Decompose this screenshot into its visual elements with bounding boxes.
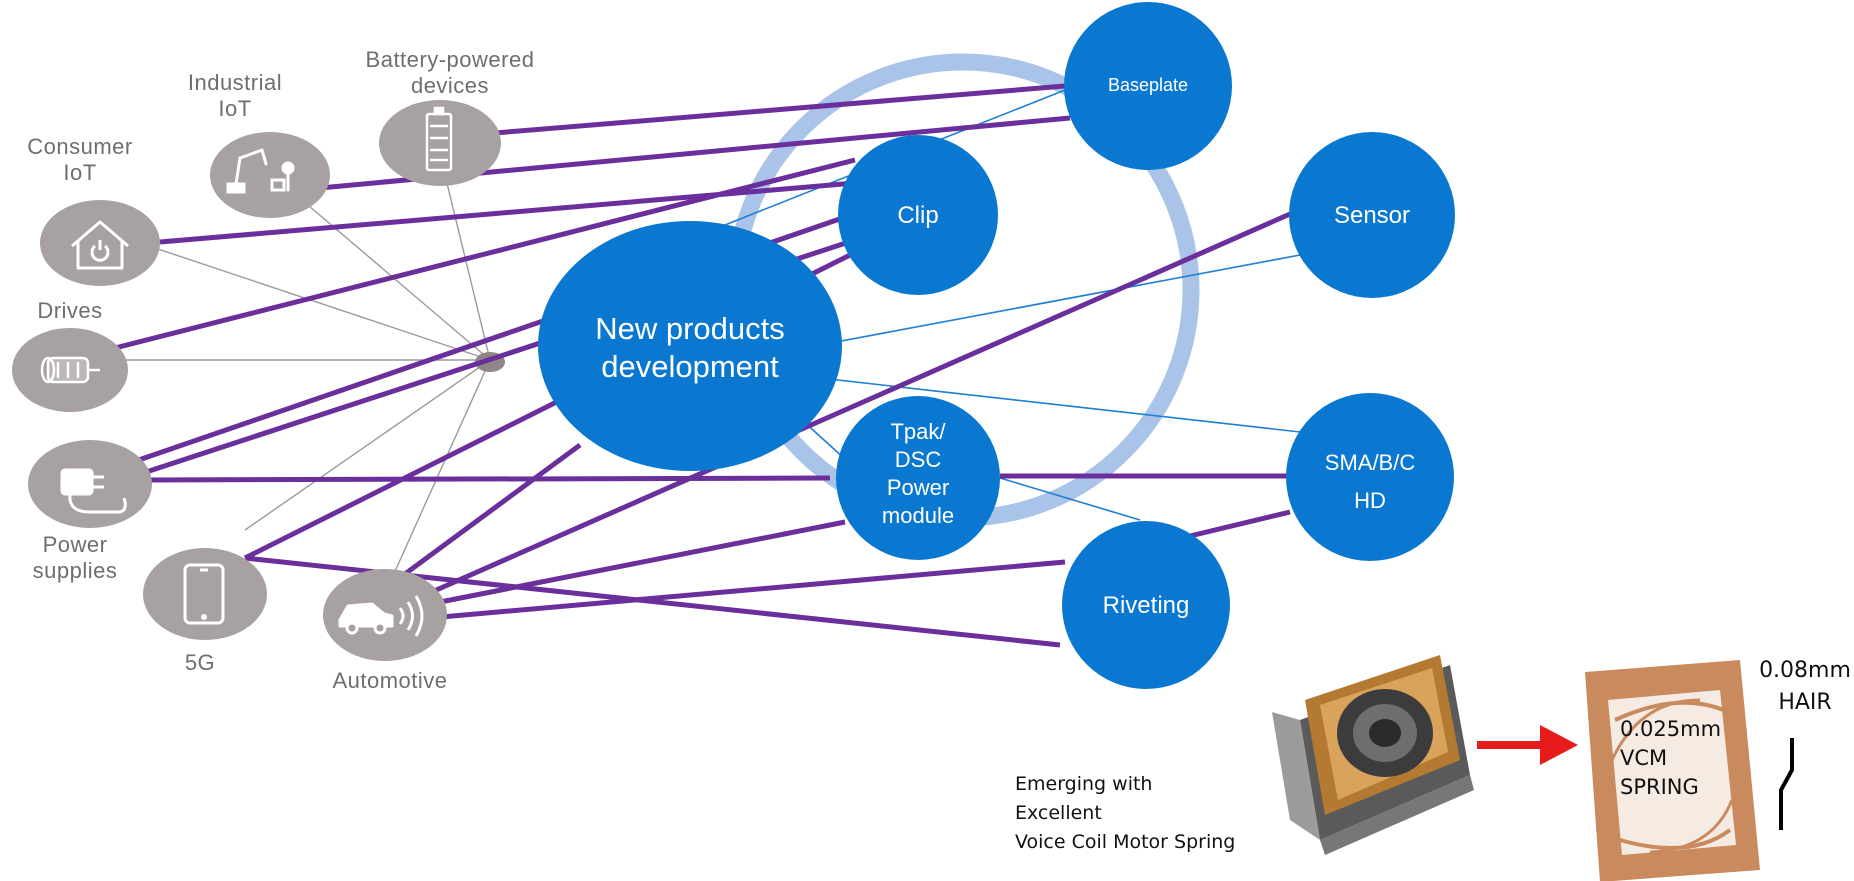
tpak-line4: module — [881, 503, 955, 528]
market-label-battery: Battery-powered devices — [365, 47, 535, 98]
tpak-line3: Power — [886, 475, 950, 500]
market-icon-battery — [379, 100, 501, 186]
spring-label: 0.025mm VCM SPRING — [1620, 715, 1721, 802]
node-baseplate — [1064, 2, 1232, 170]
tpak-line1: Tpak/ — [890, 419, 946, 444]
market-icon-automotive — [323, 569, 447, 661]
market-label-industrial: Industrial IoT — [187, 70, 283, 121]
caption-line1: Emerging with — [1015, 773, 1153, 795]
node-sma — [1286, 393, 1454, 561]
market-label-consumer: Consumer IoT — [27, 134, 133, 185]
new-products-label: New products development — [540, 310, 840, 386]
robot-arm-icon — [226, 148, 295, 194]
node-riveting — [1062, 521, 1230, 689]
market-label-power: Power supplies — [32, 532, 118, 583]
vcm-spring-image — [1585, 660, 1760, 881]
sma-line1: SMA/B/C — [1324, 450, 1416, 475]
spring-line2: VCM — [1620, 746, 1668, 770]
market-label-automotive: Automotive — [332, 668, 448, 693]
node-clip — [838, 135, 998, 295]
new-products-line1: New products — [595, 311, 785, 346]
caption-line3: Voice Coil Motor Spring — [1015, 831, 1236, 853]
charger-icon — [60, 468, 127, 514]
spring-line3: SPRING — [1620, 775, 1699, 799]
new-products-line2: development — [601, 349, 779, 384]
node-tpak — [836, 396, 1000, 560]
market-icon-5g — [143, 548, 267, 640]
tpak-label: Tpak/ DSC Power module — [836, 418, 1000, 530]
market-icon-consumer — [40, 200, 160, 286]
spring-line1: 0.025mm — [1620, 717, 1722, 741]
baseplate-label: Baseplate — [1107, 75, 1189, 95]
hair-label: 0.08mm HAIR — [1756, 655, 1854, 719]
car-icon — [338, 595, 424, 637]
vcm-caption: Emerging with Excellent Voice Coil Motor… — [1015, 770, 1235, 857]
arrow-icon — [1477, 725, 1578, 765]
market-icon-power — [28, 440, 152, 528]
hair-line1: 0.08mm — [1759, 658, 1851, 683]
smart-home-icon — [71, 220, 129, 270]
caption-line2: Excellent — [1015, 802, 1102, 824]
sma-label: SMA/B/C HD — [1286, 444, 1454, 520]
market-label-drives: Drives — [37, 298, 103, 323]
tpak-line2: DSC — [894, 447, 942, 472]
node-sensor — [1289, 132, 1455, 298]
tablet-icon — [183, 563, 225, 625]
market-icon-industrial — [210, 132, 330, 218]
sma-line2: HD — [1354, 488, 1386, 513]
sensor-label: Sensor — [1333, 202, 1411, 229]
vcm-motor-image — [1272, 655, 1474, 855]
motor-icon — [40, 356, 100, 384]
riveting-label: Riveting — [1102, 592, 1190, 619]
node-new-products — [538, 221, 842, 471]
clip-label: Clip — [897, 202, 939, 229]
hair-icon — [1779, 738, 1794, 830]
hair-line2: HAIR — [1778, 690, 1832, 715]
market-label-5g: 5G — [184, 650, 216, 675]
battery-icon — [425, 106, 453, 172]
market-icon-drives — [12, 328, 128, 412]
